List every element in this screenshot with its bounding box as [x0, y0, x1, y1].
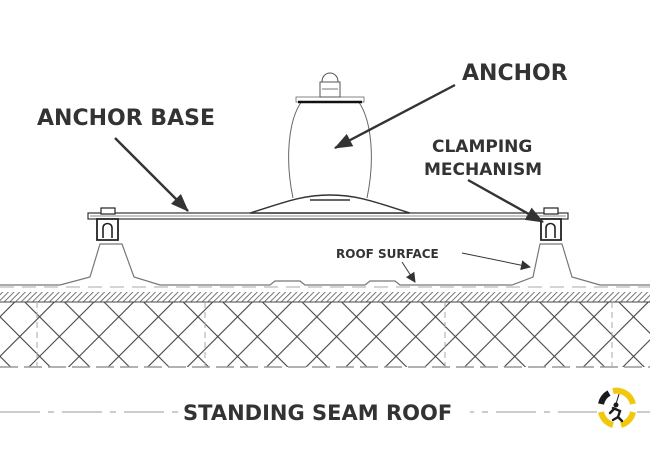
clamp-left	[96, 207, 119, 241]
clamping-label-line2: MECHANISM	[424, 160, 542, 180]
clamping-label-line1: CLAMPING	[432, 137, 532, 157]
clamp-right	[540, 207, 562, 241]
anchor-label: ANCHOR	[462, 61, 568, 86]
anchor-dome	[249, 72, 411, 214]
climber-logo-icon	[597, 386, 637, 430]
roof-surface-leader-1	[461, 252, 531, 271]
roof-surface-leader-2	[401, 261, 416, 283]
anchor-base-label: ANCHOR BASE	[37, 106, 215, 131]
clamping-leader-arrow	[467, 178, 544, 224]
anchor-base-plate	[87, 212, 569, 220]
roof-surface-label: ROOF SURFACE	[336, 247, 439, 261]
roof-surface-profile	[0, 243, 650, 286]
anchor-base-leader-arrow	[114, 137, 189, 212]
diagram-title: STANDING SEAM ROOF	[183, 401, 452, 425]
deck-hatch-layer	[0, 292, 650, 302]
insulation-layer	[0, 301, 650, 368]
anchor-leader-arrow	[334, 83, 456, 150]
